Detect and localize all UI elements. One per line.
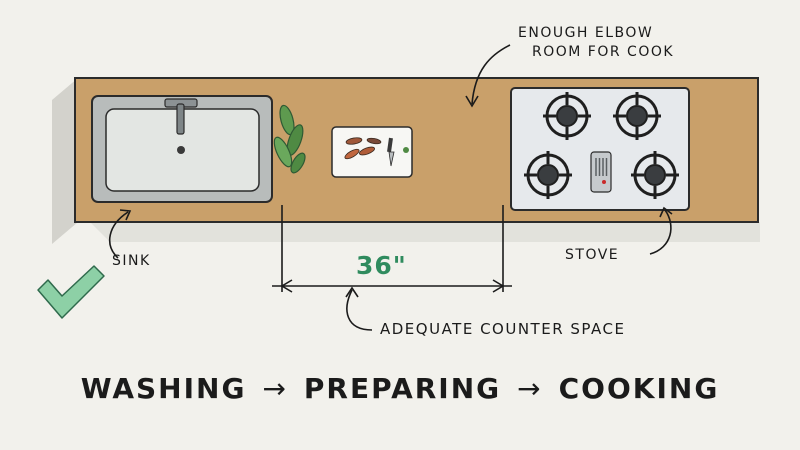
- burner-icon: [613, 92, 661, 140]
- elbow-room-label-line-2: ROOM FOR COOK: [532, 44, 675, 60]
- elbow-room-arrow: [471, 44, 511, 105]
- vegetables-icon: [344, 137, 382, 160]
- stove: [510, 87, 690, 211]
- indicator-light: [602, 180, 606, 184]
- counter-shadow: [52, 78, 78, 244]
- stove-arrow: [649, 209, 672, 255]
- burner-icon: [543, 92, 591, 140]
- arrow-icon: →: [517, 372, 543, 405]
- wall-shadow: [90, 222, 760, 242]
- sink-arrow: [108, 211, 129, 259]
- burner-icon: [631, 151, 679, 199]
- workflow-step-preparing: PREPARING: [303, 372, 502, 405]
- workflow-caption: WASHING → PREPARING → COOKING: [0, 372, 800, 405]
- arrow-icon: →: [262, 372, 288, 405]
- workflow-step-cooking: COOKING: [558, 372, 720, 405]
- herb-icon: [273, 104, 306, 174]
- faucet-icon: [164, 98, 198, 135]
- knife-icon: [387, 137, 409, 167]
- cutting-board: [331, 126, 413, 178]
- dimension-line: [272, 205, 512, 293]
- sink-label: SINK: [112, 253, 151, 269]
- counter-space-label: ADEQUATE COUNTER SPACE: [380, 320, 626, 338]
- control-panel-slats: [595, 158, 608, 176]
- dimension-label: 36": [356, 251, 407, 280]
- sink: [91, 95, 273, 203]
- workflow-step-washing: WASHING: [80, 372, 247, 405]
- elbow-room-label-line-1: ENOUGH ELBOW: [518, 25, 654, 41]
- stove-control-panel: [590, 151, 612, 193]
- counter-space-arrow: [346, 289, 373, 331]
- burner-icon: [524, 151, 572, 199]
- stove-label: STOVE: [565, 247, 620, 263]
- check-icon: [37, 265, 105, 319]
- sink-drain: [177, 146, 185, 154]
